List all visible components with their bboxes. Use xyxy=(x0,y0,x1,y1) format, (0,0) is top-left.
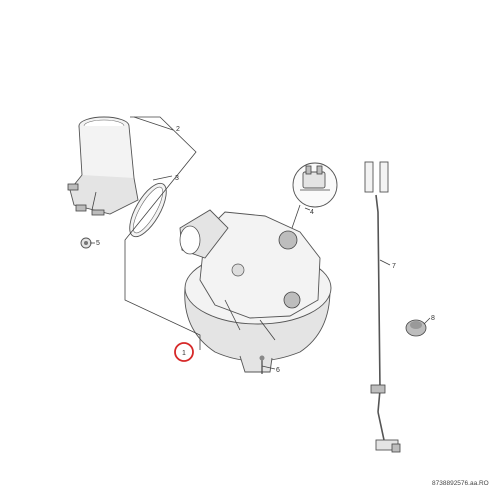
grommet-part xyxy=(405,319,427,337)
connector-detail-part xyxy=(291,162,338,229)
callout-3: 3 xyxy=(175,175,179,182)
exhaust-adapter-part xyxy=(67,116,139,216)
screw-part xyxy=(259,355,265,374)
callout-1: 1 xyxy=(182,350,186,357)
wiring-harness-part xyxy=(364,161,401,453)
reference-code: 8738892576.aa.RO xyxy=(432,480,489,487)
callout-6: 6 xyxy=(276,367,280,374)
callout-5: 5 xyxy=(96,240,100,247)
nut-part-5 xyxy=(80,237,92,249)
leader-lines xyxy=(90,116,431,370)
fan-housing-part xyxy=(179,209,332,373)
callout-4: 4 xyxy=(310,209,314,216)
callout-7: 7 xyxy=(392,263,396,270)
callout-2: 2 xyxy=(176,126,180,133)
callout-8: 8 xyxy=(431,315,435,322)
highlight-circle xyxy=(174,342,194,362)
